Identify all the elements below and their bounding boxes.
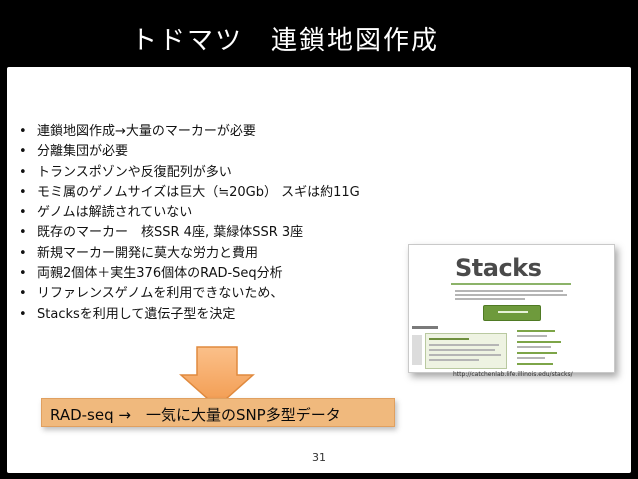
- bullet-dot: •: [19, 306, 27, 322]
- bullet-item: • 既存のマーカー 核SSR 4座, 葉緑体SSR 3座: [19, 223, 360, 243]
- thumbnail-box-heading: [429, 338, 469, 340]
- thumbnail-text-line: [429, 354, 501, 356]
- download-button-icon: [483, 305, 541, 321]
- thumbnail-section-label: [412, 326, 438, 329]
- bullet-dot: •: [19, 164, 27, 180]
- result-box: RAD-seq → 一気に大量のSNP多型データ: [41, 398, 395, 427]
- download-button-label-line: [498, 311, 528, 313]
- bullet-dot: •: [19, 266, 27, 282]
- content-area: • 連鎖地図作成→大量のマーカーが必要 • 分離集団が必要 • トランスポゾンや反復配…: [7, 67, 631, 473]
- bullet-item: • ゲノムは解読されていない: [19, 203, 360, 223]
- thumbnail-text-line: [455, 298, 525, 300]
- thumbnail-link-line: [517, 352, 557, 354]
- down-arrow-icon-graphic: [179, 346, 255, 409]
- result-text: RAD-seq → 一気に大量のSNP多型データ: [50, 406, 341, 424]
- bullet-dot: •: [19, 286, 27, 302]
- bullet-item: • 分離集団が必要: [19, 142, 360, 162]
- thumbnail-text-line: [429, 349, 495, 351]
- bullet-text: 既存のマーカー 核SSR 4座, 葉緑体SSR 3座: [37, 225, 304, 241]
- bullet-item: • モミ属のゲノムサイズは巨大（≒20Gb） スギは約11G: [19, 183, 360, 203]
- bullet-item: • Stacksを利用して遺伝子型を決定: [19, 305, 360, 325]
- bullet-dot: •: [19, 205, 27, 221]
- bullet-list: • 連鎖地図作成→大量のマーカーが必要 • 分離集団が必要 • トランスポゾンや反復配…: [19, 122, 360, 325]
- thumbnail-text-line: [455, 294, 567, 296]
- bullet-dot: •: [19, 184, 27, 200]
- bullet-item: • 両親2個体＋実生376個体のRAD-Seq分析: [19, 264, 360, 284]
- thumbnail-text-line: [455, 290, 563, 292]
- bullet-dot: •: [19, 245, 27, 261]
- bullet-dot: •: [19, 124, 27, 139]
- bullet-text: 新規マーカー開発に莫大な労力と費用: [37, 245, 259, 261]
- thumbnail-link-line: [517, 330, 555, 332]
- stacks-logo-underline: [451, 283, 571, 285]
- bullet-text: トランスポゾンや反復配列が多い: [37, 164, 232, 180]
- bullet-dot: •: [19, 225, 27, 241]
- thumbnail-caption: http://catchenlab.life.illinois.edu/stac…: [453, 371, 573, 378]
- bullet-item: • 連鎖地図作成→大量のマーカーが必要: [19, 122, 360, 142]
- bullet-text: 連鎖地図作成→大量のマーカーが必要: [37, 124, 256, 139]
- thumbnail-text-line: [517, 357, 545, 359]
- thumbnail-link-line: [517, 363, 553, 365]
- down-arrow-icon: [177, 345, 257, 411]
- thumbnail-text-line: [517, 335, 547, 337]
- bullet-dot: •: [19, 144, 27, 160]
- bullet-text: 分離集団が必要: [37, 144, 129, 160]
- title-bar: トドマツ 連鎖地図作成: [0, 0, 638, 64]
- bullet-text: モミ属のゲノムサイズは巨大（≒20Gb） スギは約11G: [37, 184, 360, 200]
- bullet-item: • リファレンスゲノムを利用できないため、: [19, 284, 360, 304]
- bullet-text: Stacksを利用して遺伝子型を決定: [37, 306, 236, 322]
- thumbnail-sidebar-image: [412, 335, 422, 365]
- arrow-shape: [179, 346, 255, 409]
- thumbnail-text-line: [429, 359, 479, 361]
- bullet-text: 両親2個体＋実生376個体のRAD-Seq分析: [37, 266, 283, 282]
- stacks-website-thumbnail: Stacks: [408, 244, 615, 373]
- bullet-item: • トランスポゾンや反復配列が多い: [19, 163, 360, 183]
- thumbnail-link-line: [517, 341, 561, 343]
- slide-title: トドマツ 連鎖地図作成: [131, 26, 440, 56]
- thumbnail-text-line: [517, 346, 551, 348]
- bullet-text: リファレンスゲノムを利用できないため、: [37, 286, 284, 302]
- bullet-text: ゲノムは解読されていない: [37, 205, 193, 221]
- bullet-item: • 新規マーカー開発に莫大な労力と費用: [19, 244, 360, 264]
- thumbnail-text-line: [429, 344, 499, 346]
- stacks-logo: Stacks: [455, 254, 542, 282]
- page-number: 31: [312, 451, 326, 464]
